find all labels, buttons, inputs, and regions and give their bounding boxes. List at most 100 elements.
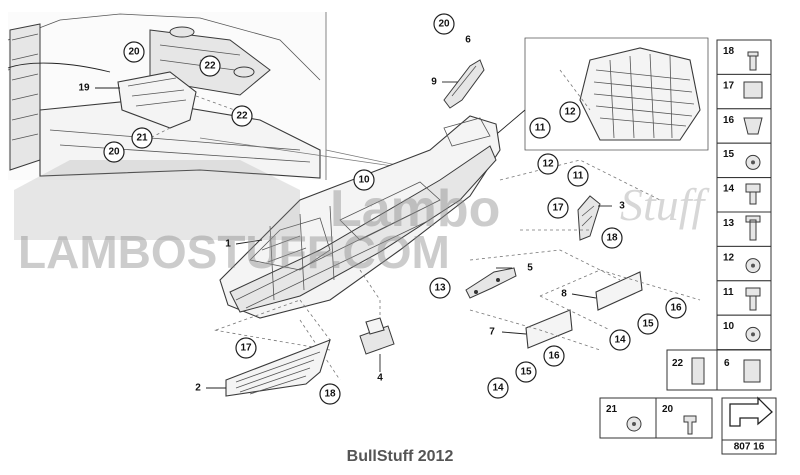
fastener-icon bbox=[745, 183, 761, 205]
callout-label: 20 bbox=[438, 19, 450, 30]
callout-c17b: 17 bbox=[235, 337, 257, 359]
callout-circle bbox=[537, 153, 559, 175]
callout-c22b: 22 bbox=[231, 105, 253, 127]
callout-label: 10 bbox=[358, 175, 370, 186]
callout-label: 22 bbox=[236, 111, 248, 122]
panel-label-21: 21 bbox=[606, 404, 618, 415]
callout-label: 12 bbox=[542, 159, 554, 170]
panel-label-11: 11 bbox=[723, 287, 734, 298]
callout-label: 7 bbox=[489, 327, 495, 338]
callout-circle bbox=[665, 297, 687, 319]
plate-part-7 bbox=[525, 309, 573, 349]
callout-c5: 5 bbox=[527, 263, 533, 274]
callout-circle bbox=[609, 329, 631, 351]
inset-grille-detail bbox=[491, 37, 709, 151]
callout-circle bbox=[559, 101, 581, 123]
panel-label-18: 18 bbox=[723, 46, 735, 57]
panel-label-12: 12 bbox=[723, 252, 735, 263]
callout-c4: 4 bbox=[377, 373, 383, 384]
callout-label: 6 bbox=[465, 35, 471, 46]
callout-c22a: 22 bbox=[199, 55, 221, 77]
callout-label: 9 bbox=[431, 77, 437, 88]
callout-circle bbox=[433, 13, 455, 35]
panel-label-16: 16 bbox=[723, 115, 735, 126]
callout-c1: 1 bbox=[225, 239, 231, 250]
callout-circle bbox=[543, 345, 565, 367]
leader-lines bbox=[95, 81, 612, 389]
panel-label-13: 13 bbox=[723, 218, 735, 229]
footer-credit: BullStuff 2012 bbox=[346, 448, 454, 465]
callout-label: 5 bbox=[527, 263, 533, 274]
callout-c12a: 12 bbox=[559, 101, 581, 123]
fastener-icon bbox=[743, 117, 763, 135]
callout-c8: 8 bbox=[561, 289, 567, 300]
rear-bumper-assembly bbox=[219, 115, 501, 341]
inset-engine-bay bbox=[7, 12, 327, 180]
panel-cell bbox=[716, 142, 772, 179]
callout-circle bbox=[637, 313, 659, 335]
grille-part-2 bbox=[225, 339, 331, 397]
fastener-icon bbox=[747, 51, 759, 71]
callout-c20a: 20 bbox=[123, 41, 145, 63]
callout-circle bbox=[319, 383, 341, 405]
callout-circle bbox=[547, 197, 569, 219]
callout-label: 12 bbox=[564, 107, 576, 118]
callout-c11b: 11 bbox=[567, 165, 589, 187]
panel-label-17: 17 bbox=[723, 80, 735, 91]
callout-circle bbox=[353, 169, 375, 191]
panel-label-6: 6 bbox=[724, 358, 730, 369]
callout-c15b: 15 bbox=[515, 361, 537, 383]
panel-row-21-20: 21 20 bbox=[599, 397, 713, 439]
callout-circle bbox=[487, 377, 509, 399]
callout-label: 1 bbox=[225, 239, 231, 250]
callout-circle bbox=[123, 41, 145, 63]
callout-label: 20 bbox=[108, 147, 120, 158]
callout-c16a: 16 bbox=[665, 297, 687, 319]
callout-c2: 2 bbox=[195, 383, 201, 394]
callout-c6: 6 bbox=[465, 35, 471, 46]
washer-hole bbox=[751, 332, 755, 337]
callout-label: 16 bbox=[670, 303, 682, 314]
callout-c7: 7 bbox=[489, 327, 495, 338]
panel-label-14: 14 bbox=[723, 184, 735, 195]
callout-label: 19 bbox=[78, 83, 90, 94]
callout-c18b: 18 bbox=[319, 383, 341, 405]
callout-circle bbox=[429, 277, 451, 299]
callout-c20b: 20 bbox=[103, 141, 125, 163]
watermark-brand-right: Stuff bbox=[620, 179, 711, 230]
callout-c14a: 14 bbox=[609, 329, 631, 351]
callout-label: 11 bbox=[573, 171, 584, 182]
panel-cell bbox=[716, 211, 772, 247]
callout-c20t: 20 bbox=[433, 13, 455, 35]
watermark-brand-left: Lambo bbox=[330, 180, 500, 238]
callout-circle bbox=[515, 361, 537, 383]
callout-circle bbox=[235, 337, 257, 359]
panel-cell bbox=[716, 245, 772, 282]
callout-label: 18 bbox=[606, 233, 618, 244]
callout-label: 17 bbox=[240, 343, 252, 354]
fastener-icon bbox=[743, 81, 763, 99]
callout-c13: 13 bbox=[429, 277, 451, 299]
page-code: 807 16 bbox=[734, 442, 765, 453]
panel-label-10: 10 bbox=[723, 321, 735, 332]
watermark: LAMBOSTUFF.COM Lambo Stuff bbox=[14, 160, 711, 278]
callout-circle bbox=[199, 55, 221, 77]
callout-c16b: 16 bbox=[543, 345, 565, 367]
callout-label: 14 bbox=[492, 383, 504, 394]
callout-label: 13 bbox=[434, 283, 446, 294]
callout-label: 4 bbox=[377, 373, 383, 384]
callout-label: 15 bbox=[520, 367, 532, 378]
callout-circle bbox=[131, 127, 153, 149]
callout-c21: 21 bbox=[131, 127, 153, 149]
panel-cell bbox=[716, 108, 772, 144]
callout-label: 3 bbox=[619, 201, 625, 212]
callout-label: 11 bbox=[535, 123, 546, 134]
callout-label: 8 bbox=[561, 289, 567, 300]
panel-cell bbox=[716, 280, 772, 316]
callout-circle bbox=[567, 165, 589, 187]
callout-label: 18 bbox=[324, 389, 336, 400]
panel-label-20: 20 bbox=[662, 404, 674, 415]
